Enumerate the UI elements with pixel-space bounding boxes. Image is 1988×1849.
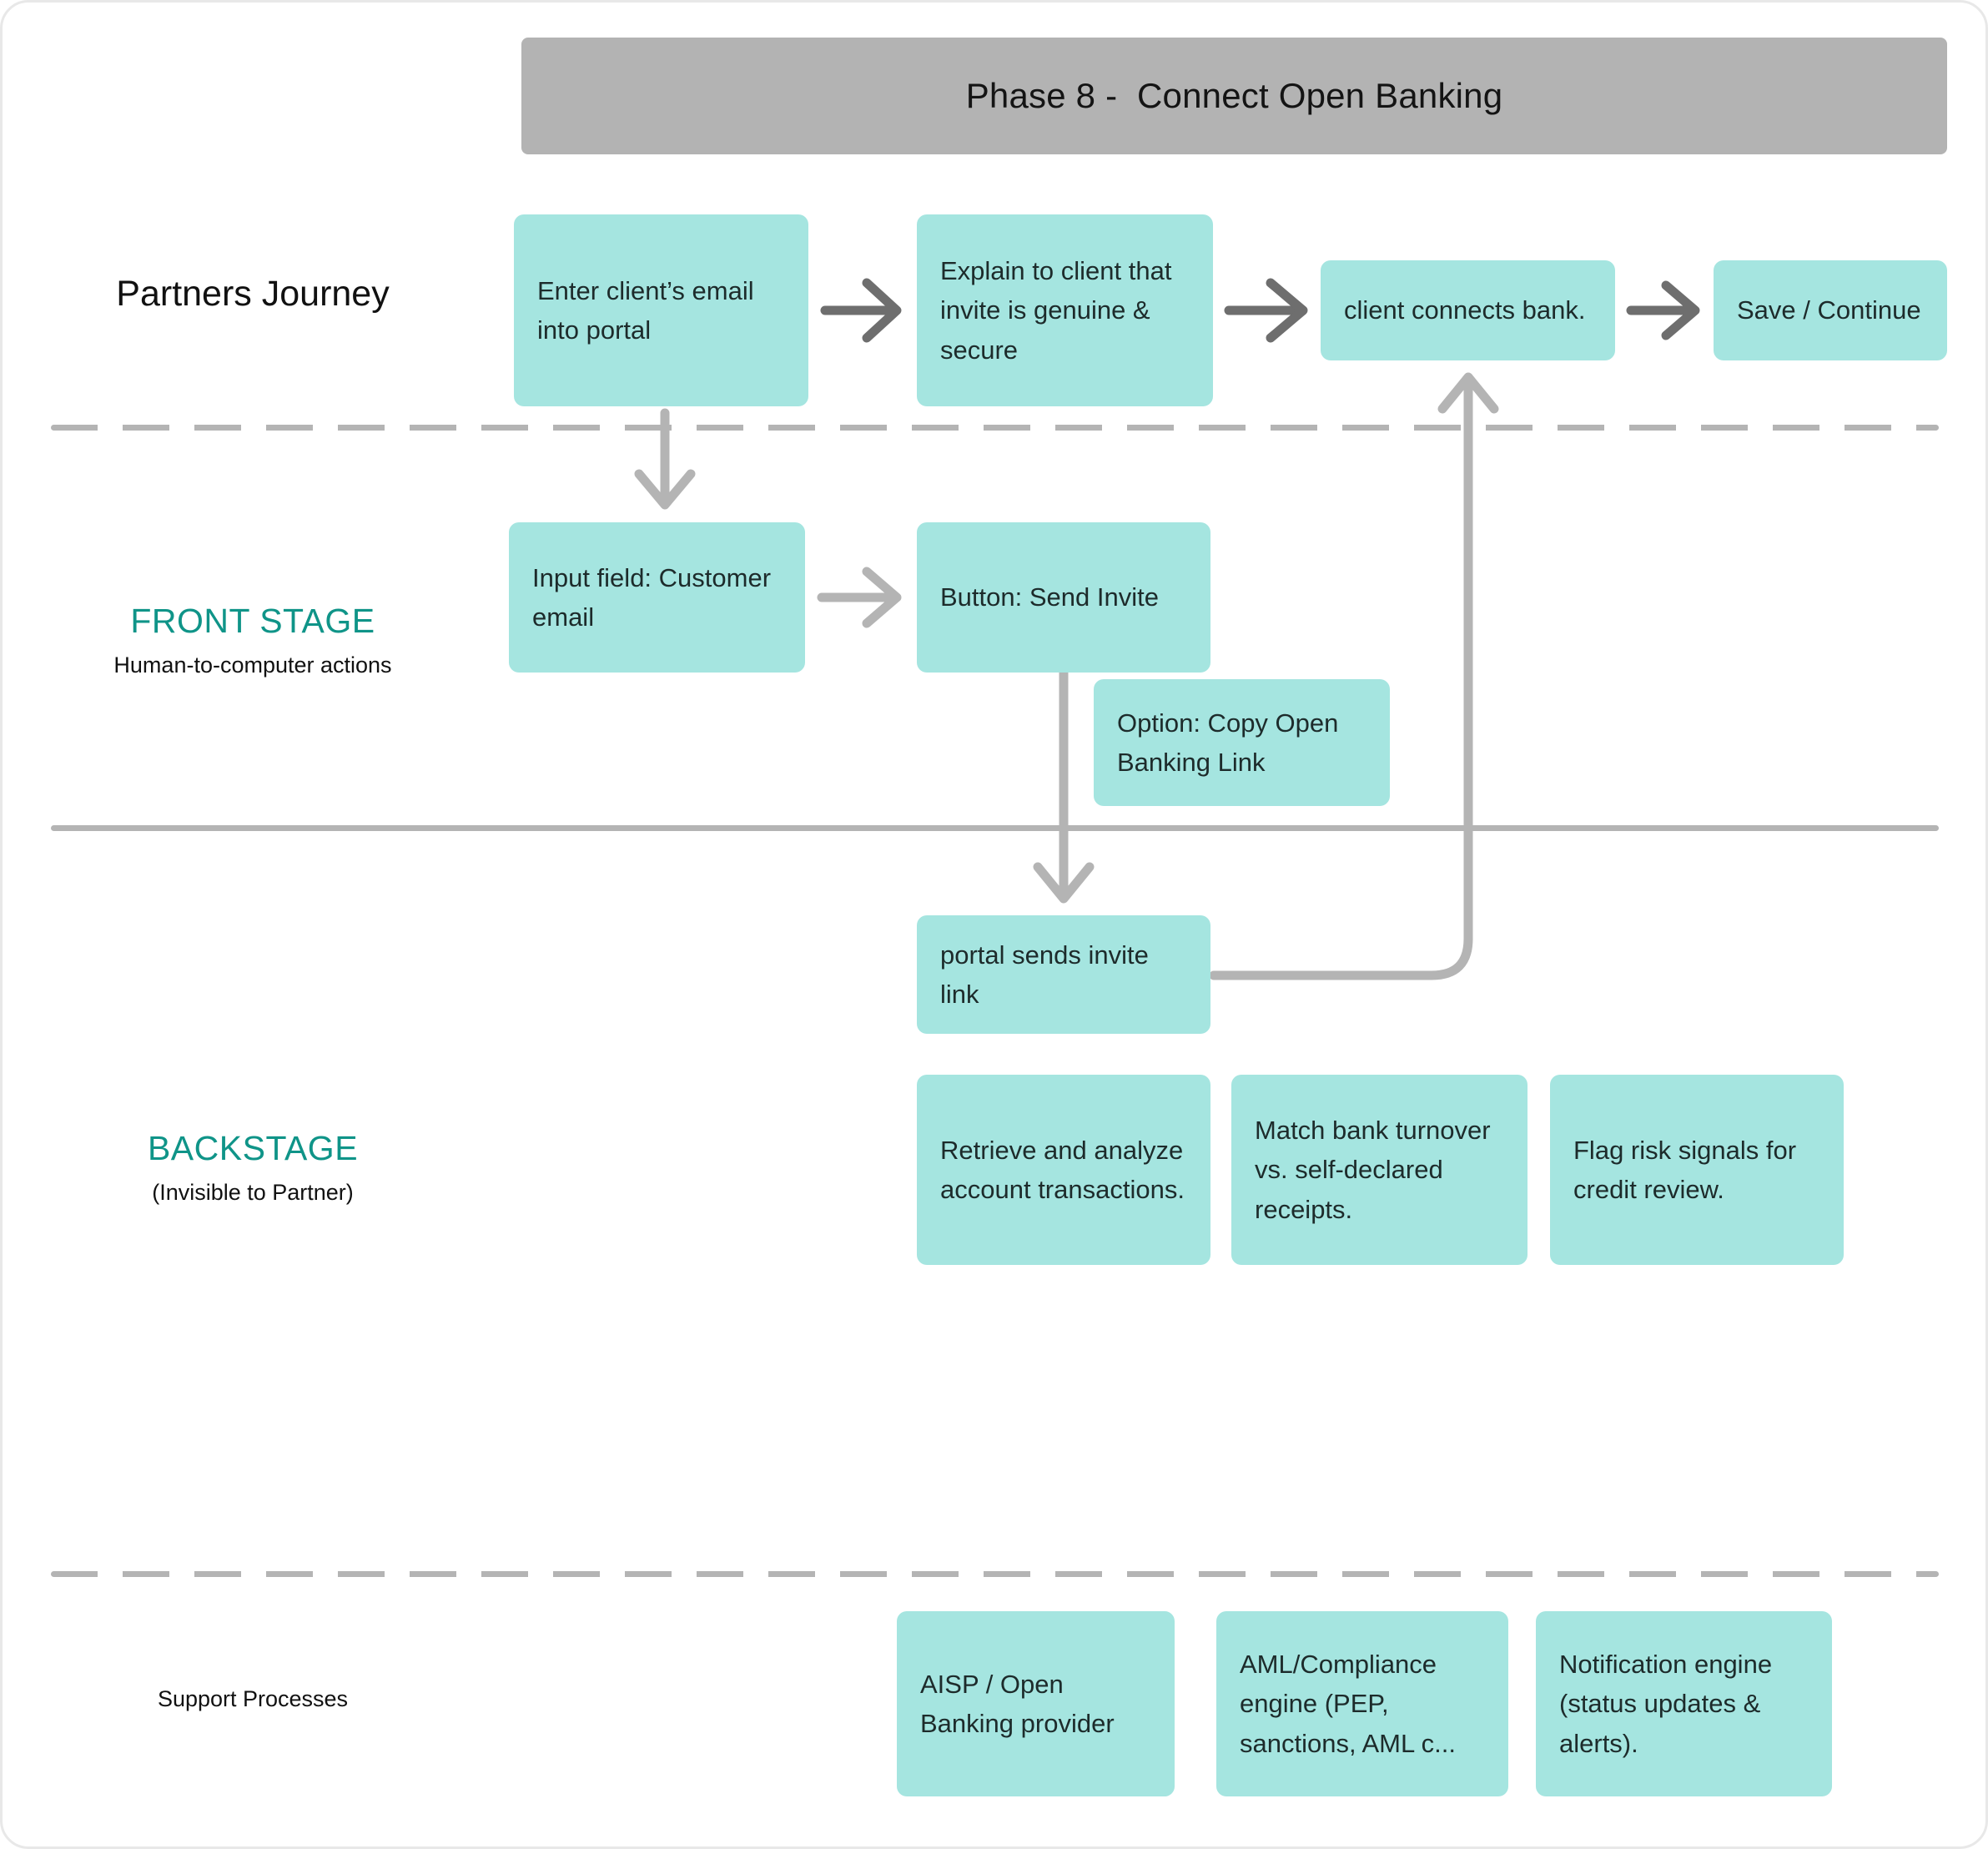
node-label: Option: Copy Open Banking Link bbox=[1117, 708, 1339, 777]
node-save-continue[interactable]: Save / Continue bbox=[1714, 260, 1947, 360]
node-label: Enter client’s email into portal bbox=[537, 275, 754, 345]
node-button-send-invite[interactable]: Button: Send Invite bbox=[917, 522, 1210, 673]
node-label: AISP / Open Banking provider bbox=[920, 1669, 1115, 1738]
lane-title-partners-journey: Partners Journey bbox=[116, 274, 390, 314]
arrow-portal-sends-to-client-connects-head bbox=[1437, 372, 1499, 414]
node-label: client connects bank. bbox=[1344, 295, 1586, 325]
node-match-bank-turnover[interactable]: Match bank turnover vs. self-declared re… bbox=[1231, 1075, 1527, 1265]
arrow-client-connects-to-save-head bbox=[1661, 280, 1700, 340]
arrow-input-email-to-send-invite-head bbox=[862, 567, 902, 628]
phase-header: Phase 8 - Connect Open Banking bbox=[521, 38, 1947, 154]
arrow-explain-to-client-connects-head bbox=[1266, 278, 1308, 343]
node-input-field-customer-email[interactable]: Input field: Customer email bbox=[509, 522, 805, 673]
lane-subtitle-backstage: (Invisible to Partner) bbox=[152, 1180, 354, 1205]
node-label: Button: Send Invite bbox=[940, 582, 1159, 612]
arrow-enter-email-down-to-input-head bbox=[634, 469, 696, 510]
node-label: Flag risk signals for credit review. bbox=[1573, 1135, 1797, 1204]
line-of-visibility-separator bbox=[51, 825, 1939, 831]
node-label: AML/Compliance engine (PEP, sanctions, A… bbox=[1240, 1650, 1457, 1758]
lane-title-support-processes: Support Processes bbox=[157, 1686, 349, 1711]
node-explain-invite-genuine[interactable]: Explain to client that invite is genuine… bbox=[917, 214, 1213, 406]
arrow-enter-email-to-explain-head bbox=[862, 278, 902, 343]
node-label: Explain to client that invite is genuine… bbox=[940, 256, 1172, 365]
lane-label-backstage: BACKSTAGE (Invisible to Partner) bbox=[3, 1129, 503, 1206]
node-portal-sends-invite-link[interactable]: portal sends invite link bbox=[917, 915, 1210, 1034]
lane-label-front-stage: FRONT STAGE Human-to-computer actions bbox=[3, 602, 503, 678]
node-label: Notification engine (status updates & al… bbox=[1559, 1650, 1773, 1758]
lane-title-front-stage: FRONT STAGE bbox=[130, 602, 375, 640]
lane-title-backstage: BACKSTAGE bbox=[147, 1129, 359, 1167]
phase-title: Phase 8 - Connect Open Banking bbox=[965, 76, 1503, 115]
lane-label-partners-journey: Partners Journey bbox=[3, 274, 503, 315]
arrow-portal-sends-to-client-connects bbox=[1209, 376, 1473, 980]
node-client-connects-bank[interactable]: client connects bank. bbox=[1321, 260, 1615, 360]
node-label: Save / Continue bbox=[1737, 295, 1921, 325]
node-label: Input field: Customer email bbox=[532, 562, 772, 632]
node-aisp-open-banking-provider[interactable]: AISP / Open Banking provider bbox=[897, 1611, 1175, 1796]
arrow-send-invite-down-to-portal-head bbox=[1033, 862, 1095, 904]
node-label: portal sends invite link bbox=[940, 940, 1149, 1009]
node-option-copy-open-banking-link[interactable]: Option: Copy Open Banking Link bbox=[1094, 679, 1390, 806]
node-retrieve-analyze-transactions[interactable]: Retrieve and analyze account transaction… bbox=[917, 1075, 1210, 1265]
node-label: Retrieve and analyze account transaction… bbox=[940, 1135, 1185, 1204]
node-label: Match bank turnover vs. self-declared re… bbox=[1255, 1116, 1491, 1224]
line-of-interaction-separator bbox=[51, 425, 1939, 431]
lane-label-support-processes: Support Processes bbox=[3, 1686, 503, 1712]
node-notification-engine[interactable]: Notification engine (status updates & al… bbox=[1536, 1611, 1832, 1796]
node-enter-client-email[interactable]: Enter client’s email into portal bbox=[514, 214, 808, 406]
line-of-internal-interaction-separator bbox=[51, 1571, 1939, 1577]
node-flag-risk-signals[interactable]: Flag risk signals for credit review. bbox=[1550, 1075, 1844, 1265]
node-aml-compliance-engine[interactable]: AML/Compliance engine (PEP, sanctions, A… bbox=[1216, 1611, 1508, 1796]
lane-subtitle-front-stage: Human-to-computer actions bbox=[113, 652, 392, 678]
